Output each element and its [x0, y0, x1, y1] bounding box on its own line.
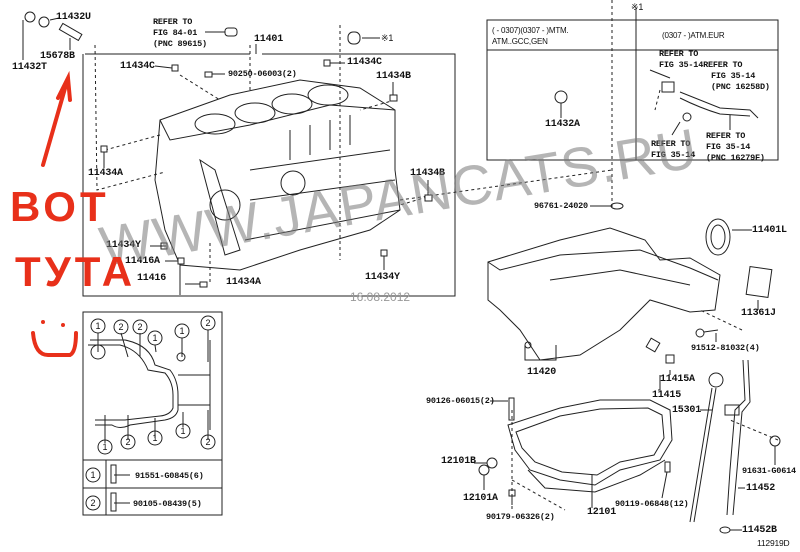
oil-pan-drawing [507, 399, 673, 508]
handwritten-note-line2: ТУТА [15, 248, 137, 295]
cylinder-block-drawing [154, 79, 401, 271]
table-header: ( - 0307)(0307 - )MTM. [492, 26, 569, 35]
part-label[interactable]: 96761-24020 [534, 201, 588, 211]
arrow-up-icon [41, 70, 72, 167]
note-mark: ※1 [631, 2, 644, 12]
callout-1 [90, 318, 106, 334]
part-label[interactable]: 15301 [672, 405, 702, 416]
part-label[interactable]: 11434C [120, 61, 155, 72]
part-label[interactable]: 11434Y [106, 240, 141, 251]
part-label[interactable]: 11452B [742, 525, 777, 536]
bolt-callout-leaders [97, 330, 209, 512]
part-label[interactable]: 11432A [545, 119, 580, 130]
part-label[interactable]: 11434B [410, 168, 445, 179]
callout-2 [113, 319, 129, 335]
svg-text:2: 2 [205, 437, 210, 447]
callout-4 [147, 330, 163, 346]
part-label[interactable]: 12101B [441, 456, 476, 467]
refer-text: REFER TO [659, 49, 699, 59]
part-label[interactable]: 90119-06848(12) [615, 499, 689, 509]
part-label[interactable]: 11434B [376, 71, 411, 82]
table-header: (0307 - )ATM.EUR [662, 31, 725, 40]
svg-text:2: 2 [205, 318, 210, 328]
bolt-row-1-num: 1 [90, 470, 95, 480]
refer-text: FIG 35-14 [711, 71, 756, 81]
svg-text:2: 2 [125, 437, 130, 447]
refer-text: FIG 35-14 [651, 150, 696, 160]
smiley-icon [31, 320, 78, 357]
bolt-row-1-part[interactable]: 91551-G0845(6) [135, 471, 204, 481]
callout-9 [147, 430, 163, 446]
part-label[interactable]: 12101 [587, 507, 617, 518]
part-label[interactable]: 90179-06326(2) [486, 512, 555, 522]
callout-6 [200, 315, 216, 331]
callout-3 [132, 319, 148, 335]
part-label[interactable]: 11434C [347, 57, 382, 68]
part-label[interactable]: 11432T [12, 62, 47, 73]
callout-7 [97, 439, 113, 455]
refer-text: REFER TO [153, 17, 193, 27]
part-label[interactable]: 11416A [125, 256, 160, 267]
svg-text:1: 1 [102, 442, 107, 452]
part-label[interactable]: 91512-81032(4) [691, 343, 760, 353]
callout-10 [175, 423, 191, 439]
part-label[interactable]: 11416 [137, 273, 167, 284]
bolt-row-2-num: 2 [90, 498, 95, 508]
part-label[interactable]: 11361J [741, 308, 776, 319]
svg-text:1: 1 [180, 426, 185, 436]
svg-text:1: 1 [95, 321, 100, 331]
part-label[interactable]: 11401 [254, 34, 284, 45]
date-stamp: 16.08.2012 [350, 290, 411, 304]
part-label[interactable]: 11434A [226, 277, 261, 288]
svg-text:2: 2 [118, 322, 123, 332]
refer-text: REFER TO [706, 131, 746, 141]
svg-text:1: 1 [152, 333, 157, 343]
part-label[interactable]: 91631-G0614 [742, 466, 796, 476]
svg-text:2: 2 [137, 322, 142, 332]
part-label[interactable]: 12101A [463, 493, 498, 504]
refer-text: (PNC 89615) [153, 39, 207, 49]
refer-text: (PNC 16279F) [706, 153, 765, 163]
part-label[interactable]: 11434Y [365, 272, 400, 283]
part-label[interactable]: 11415A [660, 374, 695, 385]
table-header: ATM..GCC,GEN [492, 37, 548, 46]
part-label[interactable]: 11452 [746, 483, 776, 494]
part-label[interactable]: 11434A [88, 168, 123, 179]
callout-5 [174, 323, 190, 339]
part-label[interactable]: 90250-06003(2) [228, 69, 297, 79]
part-label[interactable]: 11401L [752, 225, 787, 236]
part-label[interactable]: 11432U [56, 12, 91, 23]
refer-text: (PNC 16258D) [711, 82, 770, 92]
svg-text:1: 1 [179, 326, 184, 336]
refer-text: FIG 35-14REFER TO [659, 60, 743, 70]
callout-8 [120, 434, 136, 450]
note-mark: ※1 [381, 33, 394, 43]
svg-text:1: 1 [152, 433, 157, 443]
part-label[interactable]: 90126-06015(2) [426, 396, 495, 406]
callout-11 [200, 434, 216, 450]
part-label[interactable]: 11420 [527, 367, 557, 378]
refer-text: FIG 35-14 [706, 142, 751, 152]
crankcase-drawing [487, 227, 721, 361]
bolt-row-2-part[interactable]: 90105-08439(5) [133, 499, 202, 509]
refer-text: REFER TO [651, 139, 691, 149]
part-label[interactable]: 15678B [40, 51, 75, 62]
handwritten-note-line1: ВОТ [10, 183, 110, 230]
refer-text: FIG 84-01 [153, 28, 198, 38]
diagram-id: 112919D [757, 538, 790, 548]
part-label[interactable]: 11415 [652, 390, 682, 401]
